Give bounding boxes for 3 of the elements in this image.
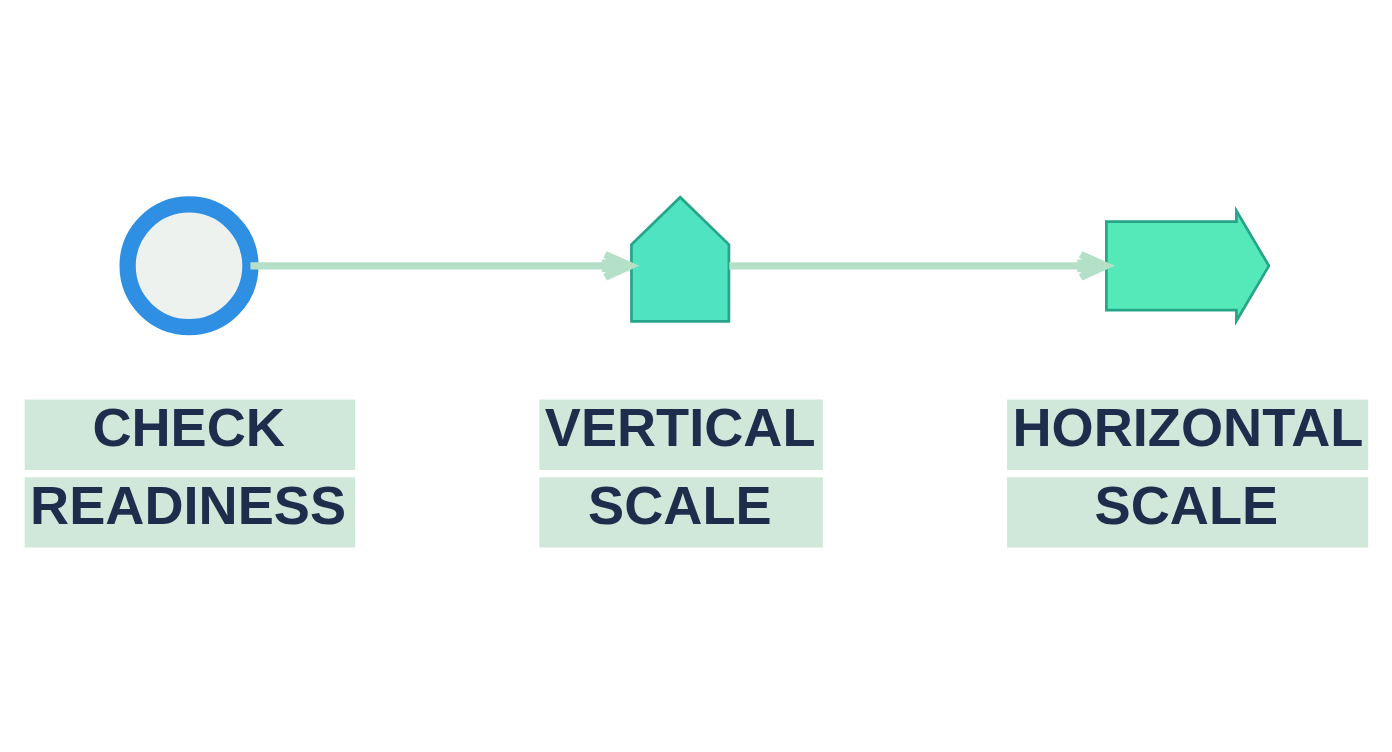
node-arrow — [1105, 205, 1271, 326]
node-picture — [119, 196, 259, 336]
node-arrow — [630, 195, 731, 323]
